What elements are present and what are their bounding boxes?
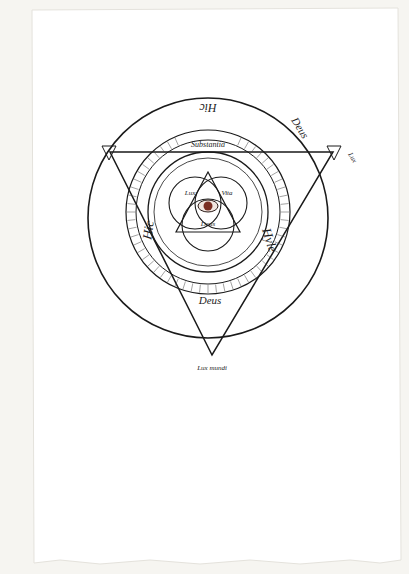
hatch-stroke — [281, 203, 289, 205]
corner-mark — [102, 146, 116, 160]
hatch-stroke — [208, 285, 209, 293]
hatch-stroke — [279, 227, 287, 229]
great-triangle — [110, 152, 333, 355]
hatch-stroke — [257, 152, 262, 158]
hatch-stroke — [277, 235, 285, 237]
hatch-stroke — [245, 142, 249, 149]
ring — [136, 140, 280, 284]
hatch-stroke — [281, 212, 289, 213]
hatch-stroke — [279, 195, 287, 197]
hatch-stroke — [245, 275, 249, 282]
hatch-stroke — [175, 279, 178, 286]
hatch-stroke — [134, 179, 141, 182]
hatch-stroke — [262, 261, 268, 266]
hatch-stroke — [223, 283, 225, 291]
hatch-stroke — [199, 285, 201, 293]
hatch-stroke — [231, 281, 233, 289]
hatch-stroke — [131, 235, 139, 237]
center-word: Deus — [201, 221, 215, 228]
hatch-stroke — [160, 146, 165, 152]
hatch-stroke — [257, 266, 262, 272]
hatch-stroke — [127, 219, 135, 221]
paper — [32, 8, 401, 564]
hatch-stroke — [129, 227, 137, 229]
ring — [154, 158, 262, 266]
outer-circle — [88, 98, 328, 338]
hatch-stroke — [262, 158, 268, 163]
hatch-stroke — [238, 279, 241, 286]
ring — [126, 130, 290, 294]
eye-iris — [204, 202, 213, 211]
hatch-stroke — [142, 164, 148, 169]
outer-word: Hic — [199, 102, 216, 114]
hatch-stroke — [168, 275, 172, 282]
ring-hatching — [127, 138, 289, 293]
ring-text: Substantia — [191, 141, 225, 149]
hatch-stroke — [277, 187, 285, 189]
hatch-stroke — [275, 179, 282, 182]
eye — [198, 200, 218, 212]
hatch-stroke — [148, 158, 154, 163]
trefoil-word: Vita — [221, 190, 232, 197]
hatch-stroke — [191, 283, 193, 291]
hatch-stroke — [131, 187, 139, 189]
hatch-stroke — [129, 195, 137, 197]
hatch-stroke — [127, 212, 135, 213]
hatch-stroke — [267, 164, 273, 169]
inner-triangle — [176, 172, 240, 232]
hatch-stroke — [271, 172, 278, 176]
hatch-stroke — [134, 242, 141, 245]
hatch-stroke — [154, 266, 159, 272]
hatch-stroke — [160, 271, 165, 277]
outer-word: Hic — [140, 220, 155, 240]
hatch-stroke — [215, 285, 217, 293]
hatch-stroke — [183, 281, 185, 289]
trefoil-word: Lux — [185, 190, 196, 197]
hatch-stroke — [251, 271, 256, 277]
hatch-stroke — [142, 255, 148, 260]
hatch-stroke — [138, 249, 145, 253]
hatch-stroke — [127, 203, 135, 205]
hatch-stroke — [154, 152, 159, 158]
ring — [148, 152, 268, 272]
hatch-stroke — [175, 138, 178, 145]
hatch-stroke — [148, 261, 154, 266]
hatch-stroke — [251, 146, 256, 152]
hatch-stroke — [168, 142, 172, 149]
hatch-stroke — [238, 138, 241, 145]
corner-mark — [327, 146, 341, 160]
triangle-word: Deus — [199, 295, 222, 306]
hatch-stroke — [281, 219, 289, 221]
corner-note: Lux mundi — [197, 365, 227, 372]
hatch-stroke — [138, 172, 145, 176]
hatch-stroke — [267, 255, 273, 260]
